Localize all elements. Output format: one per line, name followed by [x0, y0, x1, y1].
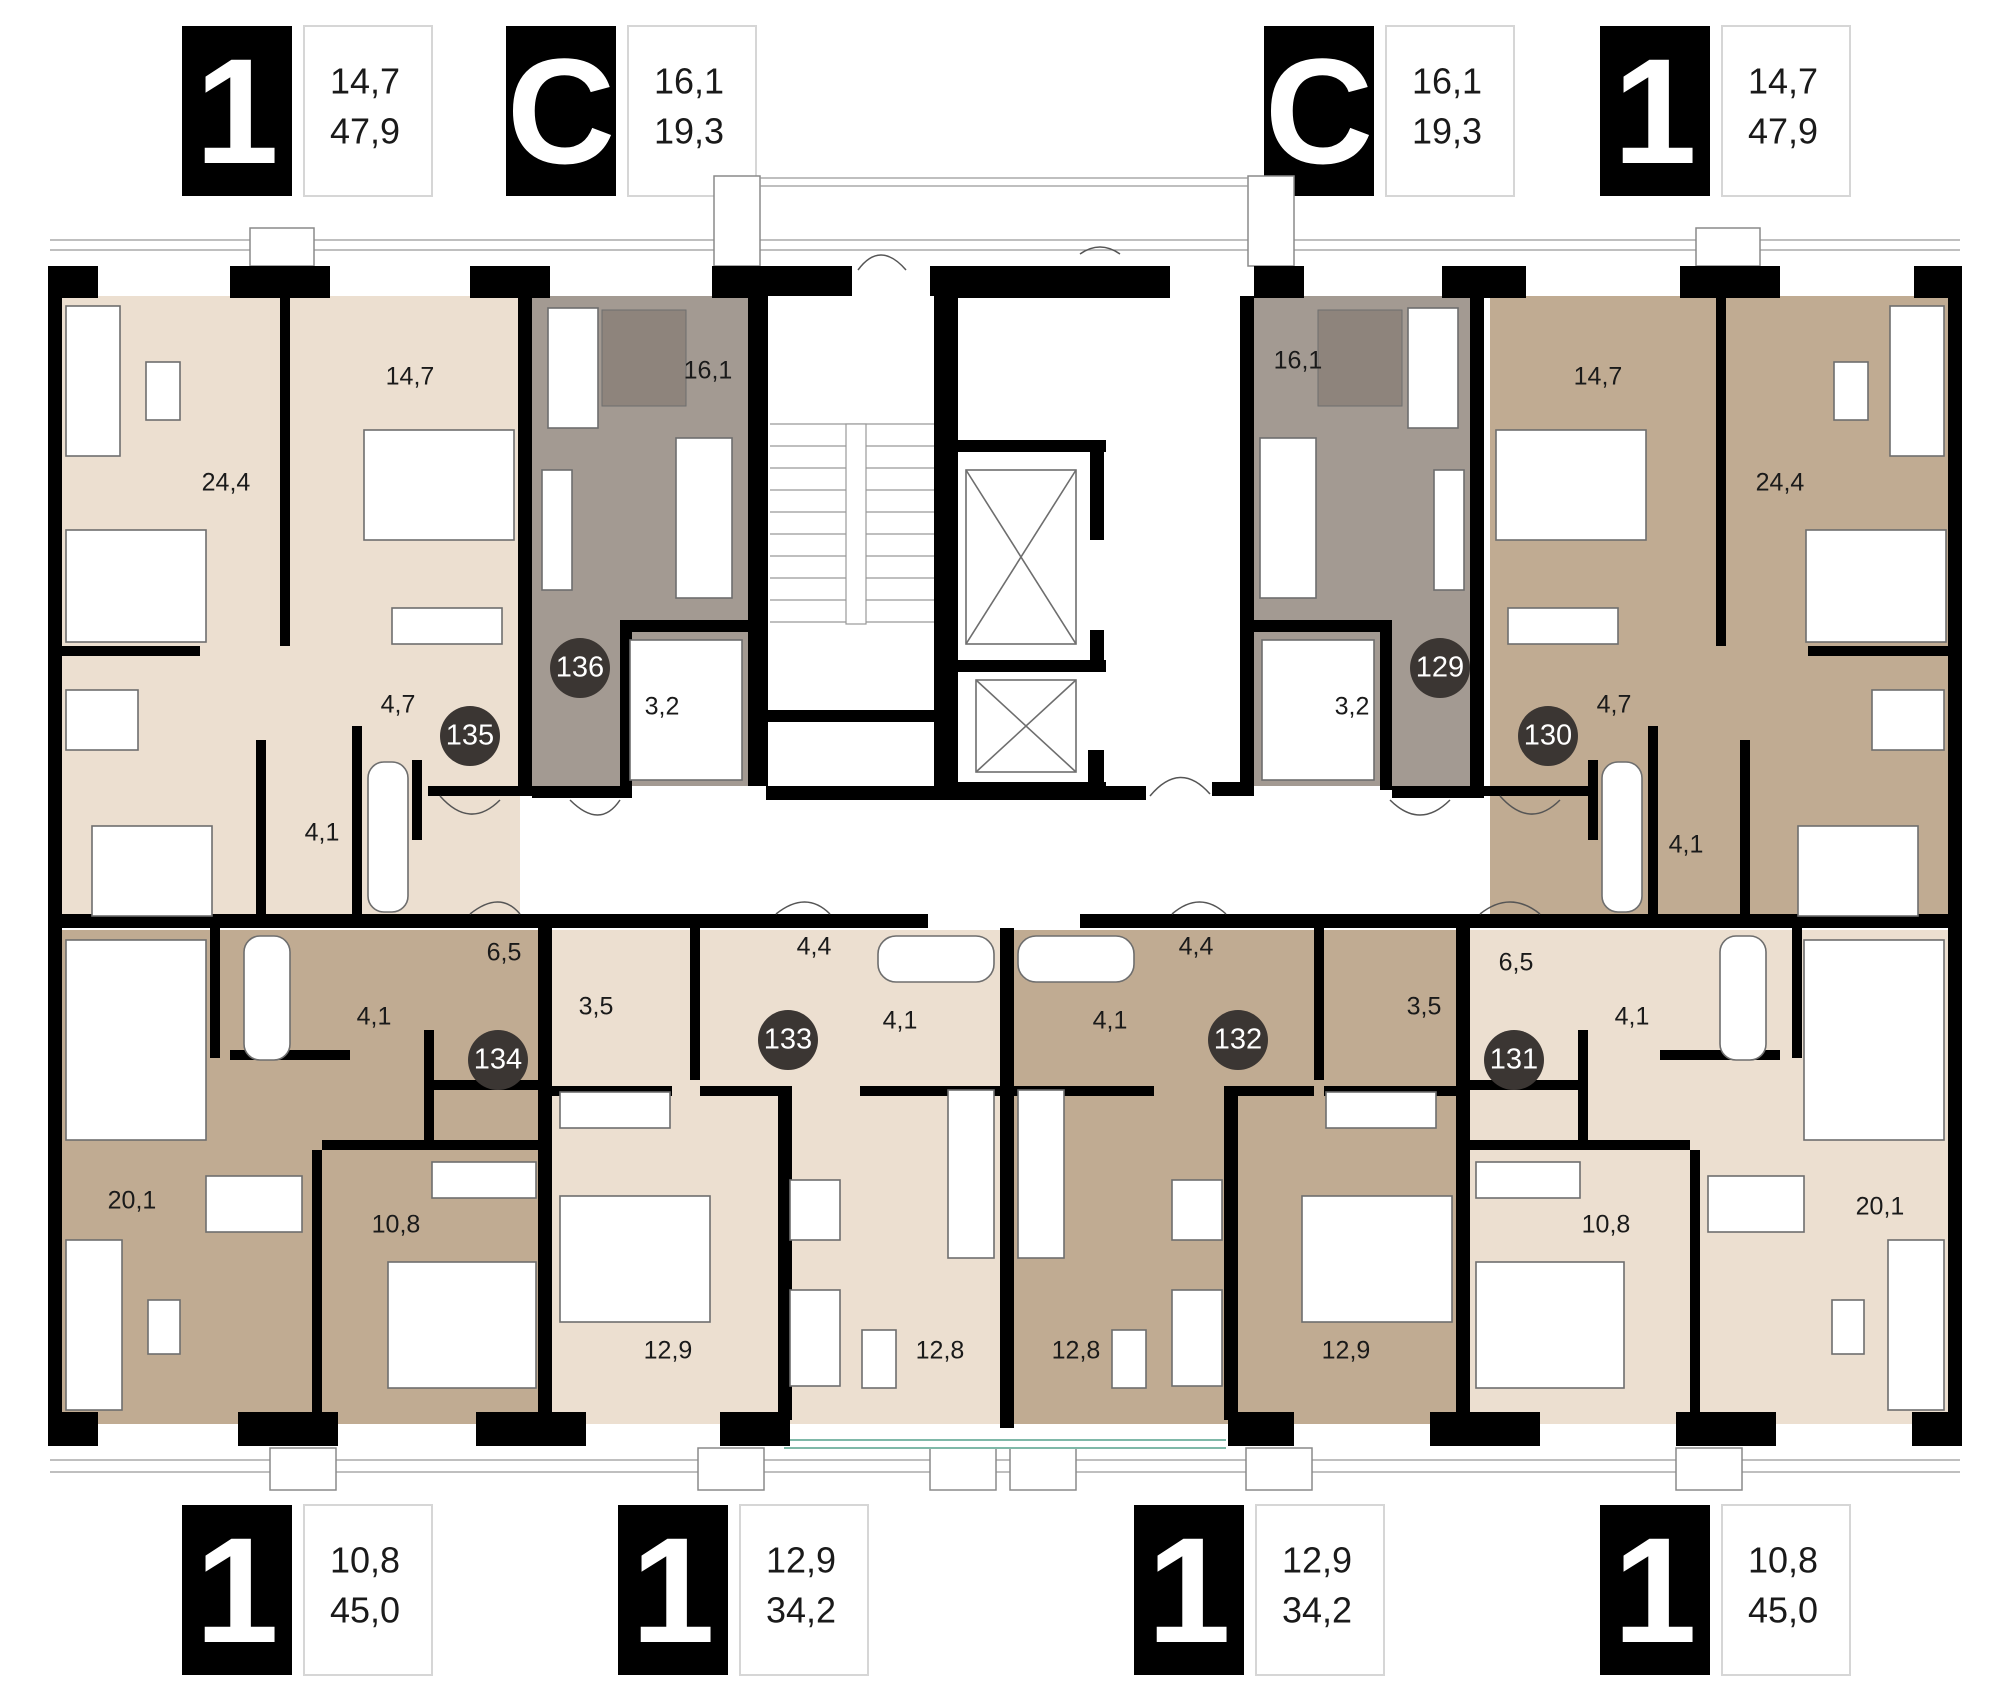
- apartment-number: 132: [1214, 1024, 1262, 1056]
- apartment-number: 134: [474, 1044, 522, 1076]
- tag-studio-letter: С: [507, 27, 615, 195]
- tag-rooms-count: 1: [195, 27, 278, 195]
- tag-apartment-132[interactable]: 1 12,9 34,2: [1134, 1504, 1385, 1676]
- tag-apartment-130[interactable]: 1 14,7 47,9: [1600, 25, 1851, 197]
- area-label: 4,1: [1093, 1007, 1128, 1035]
- apartment-131-badge[interactable]: 131: [1484, 1030, 1544, 1090]
- tag-apartment-131[interactable]: 1 10,8 45,0: [1600, 1504, 1851, 1676]
- tag-living-area: 16,1: [654, 61, 724, 102]
- tag-rooms-count: 1: [631, 1506, 714, 1674]
- area-label: 3,5: [1407, 993, 1442, 1021]
- elevator-large: [965, 469, 1077, 645]
- apartment-number: 130: [1524, 720, 1572, 752]
- apartment-number: 133: [764, 1024, 812, 1056]
- tag-studio-letter: С: [1265, 27, 1373, 195]
- walls: [48, 266, 1962, 1446]
- area-label: 10,8: [1582, 1211, 1631, 1239]
- balcony: [713, 175, 1295, 267]
- area-label: 14,7: [386, 363, 435, 391]
- bottom-balcony-rail: [784, 1439, 1226, 1449]
- tag-total-area: 45,0: [1748, 1590, 1818, 1631]
- area-label: 20,1: [108, 1187, 157, 1215]
- elevator-small: [975, 679, 1077, 773]
- tag-total-area: 19,3: [654, 111, 724, 152]
- area-label: 12,8: [1052, 1337, 1101, 1365]
- tag-total-area: 34,2: [1282, 1590, 1352, 1631]
- tag-rooms-count: 1: [1147, 1506, 1230, 1674]
- room-labels: 24,4 14,7 4,7 4,1 16,1 3,2 16,1 3,2 14,7…: [108, 347, 1905, 1365]
- apartment-132-badge[interactable]: 132: [1208, 1010, 1268, 1070]
- area-label: 4,1: [1615, 1003, 1650, 1031]
- tag-total-area: 47,9: [330, 111, 400, 152]
- area-label: 4,7: [1597, 691, 1632, 719]
- tag-total-area: 19,3: [1412, 111, 1482, 152]
- area-label: 4,1: [1669, 831, 1704, 859]
- stairwell: [768, 296, 934, 710]
- tag-total-area: 34,2: [766, 1590, 836, 1631]
- tag-living-area: 14,7: [1748, 61, 1818, 102]
- area-label: 10,8: [372, 1211, 421, 1239]
- tag-apartment-136[interactable]: С 16,1 19,3: [506, 25, 757, 197]
- tag-living-area: 10,8: [1748, 1540, 1818, 1581]
- apartment-number: 131: [1490, 1044, 1538, 1076]
- tag-rooms-count: 1: [1613, 1506, 1696, 1674]
- area-label: 20,1: [1856, 1193, 1905, 1221]
- tag-apartment-134[interactable]: 1 10,8 45,0: [182, 1504, 433, 1676]
- tag-total-area: 45,0: [330, 1590, 400, 1631]
- area-label: 4,1: [883, 1007, 918, 1035]
- area-label: 14,7: [1574, 363, 1623, 391]
- area-label: 4,4: [797, 933, 832, 961]
- furniture: [65, 305, 1947, 1411]
- apartment-129-badge[interactable]: 129: [1410, 638, 1470, 698]
- apartment-number: 129: [1416, 652, 1464, 684]
- apartment-136-badge[interactable]: 136: [550, 638, 610, 698]
- tag-living-area: 10,8: [330, 1540, 400, 1581]
- tag-living-area: 16,1: [1412, 61, 1482, 102]
- apartment-number: 136: [556, 652, 604, 684]
- area-label: 12,8: [916, 1337, 965, 1365]
- tag-living-area: 12,9: [1282, 1540, 1352, 1581]
- apartment-130-badge[interactable]: 130: [1518, 706, 1578, 766]
- tag-apartment-133[interactable]: 1 12,9 34,2: [618, 1504, 869, 1676]
- tag-living-area: 12,9: [766, 1540, 836, 1581]
- tag-apartment-135[interactable]: 1 14,7 47,9: [182, 25, 433, 197]
- apartment-134-badge[interactable]: 134: [468, 1030, 528, 1090]
- area-label: 3,2: [645, 693, 680, 721]
- tag-rooms-count: 1: [1613, 27, 1696, 195]
- area-label: 12,9: [1322, 1337, 1371, 1365]
- area-label: 4,1: [305, 819, 340, 847]
- area-label: 3,2: [1335, 693, 1370, 721]
- tag-apartment-129[interactable]: С 16,1 19,3: [1264, 25, 1515, 197]
- tag-rooms-count: 1: [195, 1506, 278, 1674]
- area-label: 16,1: [684, 357, 733, 385]
- apartment-135-badge[interactable]: 135: [440, 706, 500, 766]
- area-label: 12,9: [644, 1337, 693, 1365]
- area-label: 16,1: [1274, 347, 1323, 375]
- tag-living-area: 14,7: [330, 61, 400, 102]
- area-label: 6,5: [1499, 949, 1534, 977]
- apartment-133-badge[interactable]: 133: [758, 1010, 818, 1070]
- area-label: 4,4: [1179, 933, 1214, 961]
- apartment-number: 135: [446, 720, 494, 752]
- area-label: 3,5: [579, 993, 614, 1021]
- area-label: 4,7: [381, 691, 416, 719]
- area-label: 4,1: [357, 1003, 392, 1031]
- area-label: 6,5: [487, 939, 522, 967]
- doors: [439, 246, 1561, 915]
- area-label: 24,4: [1756, 469, 1805, 497]
- tag-total-area: 47,9: [1748, 111, 1818, 152]
- area-label: 24,4: [202, 469, 251, 497]
- facade-lines: [50, 227, 1960, 1491]
